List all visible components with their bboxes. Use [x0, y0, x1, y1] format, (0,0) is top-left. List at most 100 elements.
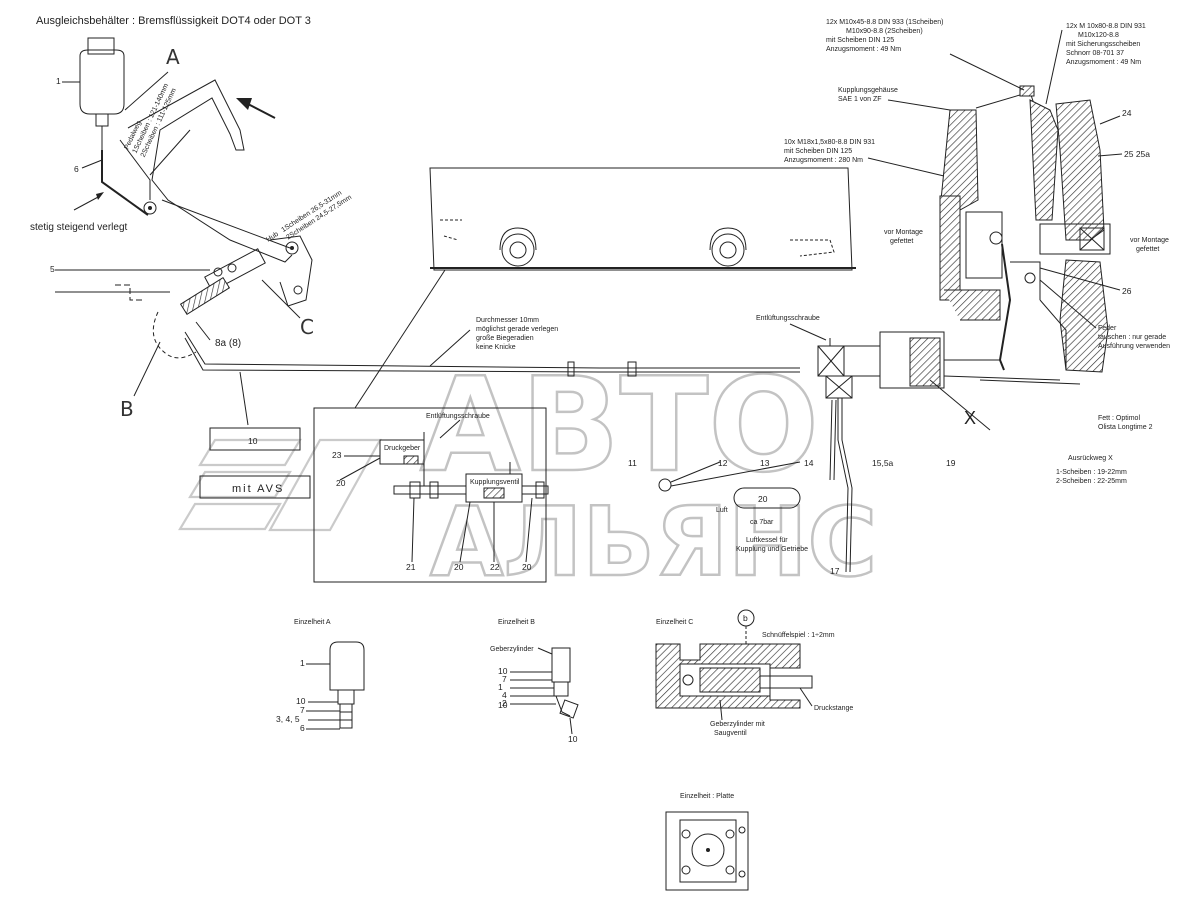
- label-n20c: 20: [522, 562, 532, 572]
- label-detail-c: Einzelheit C: [656, 619, 693, 626]
- label-detb-2: 2: [502, 698, 507, 708]
- label-geber-saug-2: Saugventil: [714, 730, 747, 737]
- label-n13: 13: [760, 458, 770, 468]
- svg-text:12x M 10x80-8.8 DIN 931: 12x M 10x80-8.8 DIN 931: [1066, 23, 1146, 30]
- feder-note: Feder tauschen : nur gerade Ausführung v…: [1039, 279, 1170, 350]
- label-n23: 23: [332, 450, 342, 460]
- label-n26: 26: [1122, 286, 1132, 296]
- label-detb-7: 7: [502, 674, 507, 684]
- stroke-note: Hub 1Scheiben 26,5-31mm 2Scheiben 24,5-2…: [265, 190, 353, 244]
- svg-text:Schnorr 08-701 37: Schnorr 08-701 37: [1066, 50, 1124, 57]
- label-detb-1: 1: [498, 682, 503, 692]
- leader-c: [261, 279, 301, 319]
- label-luftkessel-2: Kupplung und Getriebe: [736, 546, 808, 553]
- svg-text:Anzugsmoment : 49 Nm: Anzugsmoment : 49 Nm: [1066, 59, 1141, 66]
- letter-c: C: [300, 315, 314, 339]
- label-deta-345: 3, 4, 5: [276, 714, 300, 724]
- svg-text:große Biegeradien: große Biegeradien: [476, 335, 534, 342]
- label-n24: 24: [1122, 108, 1132, 118]
- label-detb-10a: 10: [498, 666, 508, 676]
- label-n8a: 8a (8): [215, 338, 241, 349]
- svg-text:mit AVS: mit AVS: [232, 483, 284, 495]
- bus-silhouette: [429, 167, 856, 271]
- leader-stetig-arrow: [96, 192, 104, 200]
- clutch-part-numbers: 24 25 25a 26: [1039, 108, 1150, 296]
- vor-montage-right: vor Montage gefettet: [1130, 237, 1169, 253]
- label-druck: ca 7bar: [750, 519, 774, 526]
- label-luftkessel-1: Luftkessel für: [746, 537, 788, 544]
- watermark-logo-stripes: [178, 438, 382, 532]
- label-geber-saug-1: Geberzylinder mit: [710, 721, 765, 728]
- label-druckgeber: Druckgeber: [384, 445, 421, 452]
- label-n19: 19: [946, 458, 956, 468]
- label-druckstange: Druckstange: [814, 705, 853, 712]
- label-entl-top: Entlüftungsschraube: [756, 315, 820, 322]
- label-deta-1: 1: [300, 658, 305, 668]
- svg-text:Ausrückweg X: Ausrückweg X: [1068, 455, 1113, 462]
- svg-text:Ausführung verwenden: Ausführung verwenden: [1098, 343, 1170, 350]
- label-deta-10: 10: [296, 696, 306, 706]
- label-luft: Luft: [716, 507, 728, 514]
- vor-montage-left: vor Montage gefettet: [884, 229, 923, 245]
- ausrueckweg-note: Ausrückweg X 1-Scheiben : 19-22mm 2-Sche…: [1056, 455, 1127, 485]
- detail-plate: Einzelheit : Platte: [665, 793, 749, 891]
- label-n14: 14: [804, 458, 814, 468]
- label-detb-10b: 10: [498, 700, 508, 710]
- label-n25: 25 25a: [1124, 149, 1150, 159]
- label-detail-plate: Einzelheit : Platte: [680, 793, 734, 800]
- svg-text:2-Scheiben : 22-25mm: 2-Scheiben : 22-25mm: [1056, 478, 1127, 485]
- label-entl-mid: Entlüftungsschraube: [426, 413, 490, 420]
- master-cylinder: 5 8a (8): [50, 248, 266, 359]
- watermark: АВТО АЛЬЯНС: [178, 348, 878, 599]
- svg-text:gefettet: gefettet: [1136, 246, 1159, 253]
- reservoir: 1 6: [56, 37, 149, 216]
- svg-text:12x M10x45-8.8 DIN 933 (1Schei: 12x M10x45-8.8 DIN 933 (1Scheiben): [826, 19, 944, 26]
- svg-text:10x M18x1,5x80-8.8 DIN 931: 10x M18x1,5x80-8.8 DIN 931: [784, 139, 875, 146]
- svg-text:keine Knicke: keine Knicke: [476, 344, 516, 351]
- tag-mit-avs: mit AVS: [199, 475, 311, 499]
- label-n20b: 20: [454, 562, 464, 572]
- air-tank: 20 Luft ca 7bar Luftkessel für Kupplung …: [716, 487, 808, 553]
- svg-text:möglichst gerade verlegen: möglichst gerade verlegen: [476, 326, 558, 333]
- housing-note: Kupplungsgehäuse SAE 1 von ZF: [838, 87, 951, 111]
- label-n6: 6: [74, 164, 79, 174]
- pipe-note: Durchmesser 10mm möglichst gerade verleg…: [429, 317, 558, 367]
- label-n20-tank: 20: [758, 494, 768, 504]
- bolts-top-note: 12x M10x45-8.8 DIN 933 (1Scheiben) M10x9…: [826, 19, 1025, 91]
- hydraulic-line: [184, 331, 800, 377]
- svg-text:gefettet: gefettet: [890, 238, 913, 245]
- letter-a: A: [166, 45, 180, 69]
- leader-10: [239, 371, 249, 426]
- diagram-title: Ausgleichsbehälter : Bremsflüssigkeit DO…: [36, 15, 311, 27]
- svg-text:M10x120-8.8: M10x120-8.8: [1078, 32, 1119, 39]
- svg-text:Anzugsmoment : 280 Nm: Anzugsmoment : 280 Nm: [784, 157, 863, 164]
- watermark-line2: АЛЬЯНС: [430, 488, 877, 598]
- svg-text:1-Scheiben : 19-22mm: 1-Scheiben : 19-22mm: [1056, 469, 1127, 476]
- svg-text:vor Montage: vor Montage: [884, 229, 923, 236]
- label-n17: 17: [830, 566, 840, 576]
- leader-stetig: [73, 195, 101, 211]
- clutch-pedal: [119, 79, 313, 307]
- fett-note: Fett : Optimol Olista Longtime 2: [1098, 415, 1153, 431]
- label-geberzylinder: Geberzylinder: [490, 646, 534, 653]
- svg-text:Anzugsmoment : 49 Nm: Anzugsmoment : 49 Nm: [826, 46, 901, 53]
- svg-text:M10x90-8.8 (2Scheiben: M10x90-8.8 (2Scheiben): [846, 28, 923, 35]
- leader-a: [124, 71, 169, 111]
- slave-cylinder: Entlüftungsschraube: [756, 315, 1081, 573]
- label-n5: 5: [50, 264, 55, 274]
- watermark-line1: АВТО: [420, 349, 819, 501]
- svg-text:Fett : Optimol: Fett : Optimol: [1098, 415, 1140, 422]
- detail-a: Einzelheit A 1 10 7 3, 4, 5 6: [276, 619, 365, 733]
- pipe-numbers: 11 12 13 14 15,5a 19 17: [628, 458, 956, 576]
- label-schnueffel: Schnüffelspiel : 1÷2mm: [762, 632, 835, 639]
- svg-text:Feder: Feder: [1098, 325, 1117, 332]
- label-circle-b: b: [743, 613, 748, 623]
- svg-text:mit Scheiben DIN 125: mit Scheiben DIN 125: [784, 148, 852, 155]
- avs-detail-box: Druckgeber Entlüftungsschraube Kupplungs…: [313, 407, 549, 583]
- leader-bus-box: [354, 269, 446, 409]
- label-n15: 15,5a: [872, 458, 894, 468]
- svg-text:tauschen : nur gerade: tauschen : nur gerade: [1098, 334, 1166, 341]
- label-n20: 20: [336, 478, 346, 488]
- detail-b: Einzelheit B Geberzylinder 10 7 1 4 2 10…: [490, 619, 579, 744]
